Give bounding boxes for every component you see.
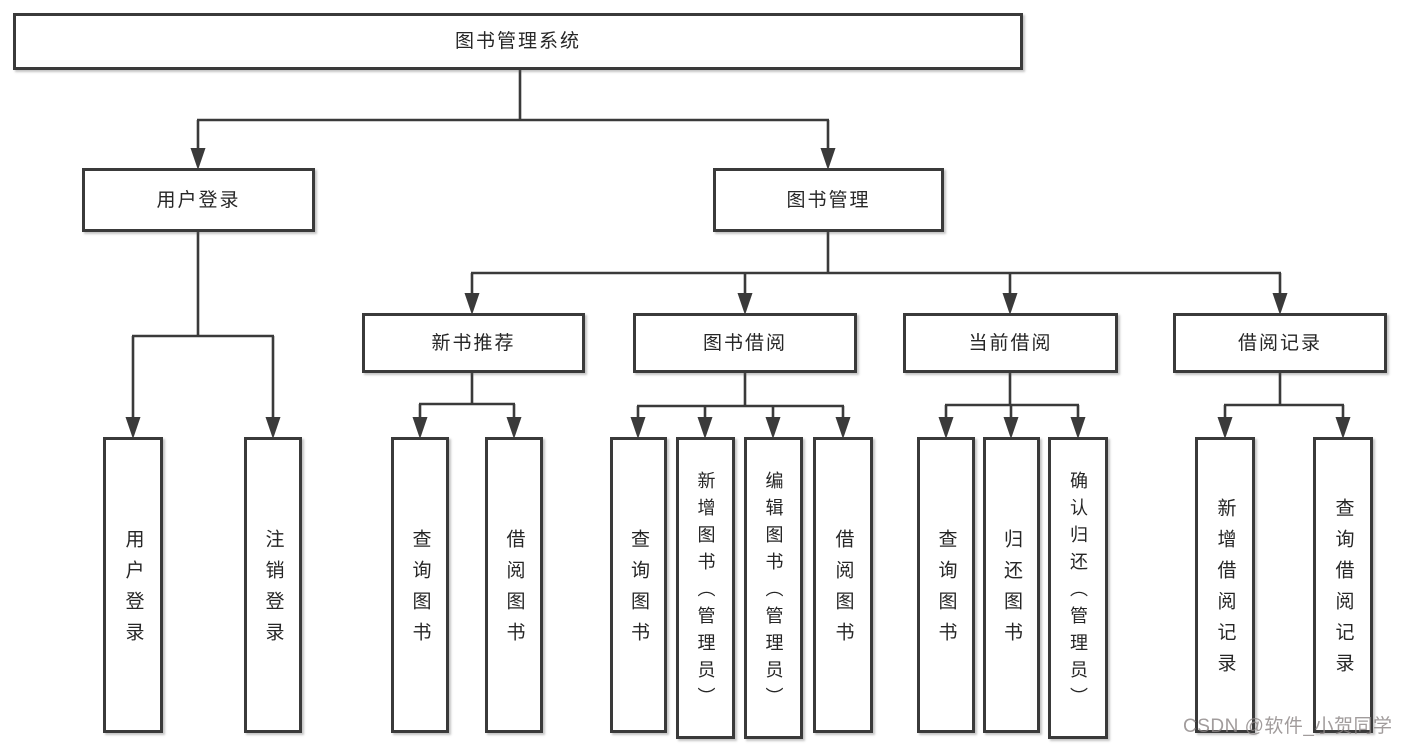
node-current-borrowing: 当前借阅 [903,313,1118,373]
arrowhead-icon [938,417,954,439]
leaf-query-books-current: 查询图书 [917,437,975,733]
node-label: 查询图书 [628,529,649,653]
arrowhead-icon [1272,293,1288,315]
node-label: 确认归还（管理员） [1068,471,1088,714]
arrowhead-icon [1335,417,1351,439]
arrowhead-icon [630,417,646,439]
arrowhead-icon [697,417,713,439]
leaf-logout: 注销登录 [244,437,302,733]
leaf-add-books-admin: 新增图书（管理员） [676,437,735,739]
node-library-management-system: 图书管理系统 [13,13,1023,70]
leaf-borrow-books: 借阅图书 [813,437,873,733]
leaf-borrow-books-recommend: 借阅图书 [485,437,543,733]
leaf-return-books: 归还图书 [983,437,1040,733]
node-label: 查询图书 [935,529,957,653]
node-label: 借阅记录 [1237,332,1322,354]
node-label: 归还图书 [1001,529,1022,653]
node-label: 用户登录 [156,189,241,211]
connector-records-to-leaves [1217,373,1351,439]
connector-borrow-to-leaves [630,373,851,439]
leaf-user-login: 用户登录 [103,437,163,733]
arrowhead-icon [412,417,428,439]
node-label: 新书推荐 [431,332,516,354]
arrowhead-icon [506,417,522,439]
arrowhead-icon [835,417,851,439]
connector-newbook-to-leaves [412,373,522,439]
node-label: 编辑图书（管理员） [763,471,784,714]
csdn-watermark: CSDN @软件_小贺同学 [1183,716,1393,737]
arrowhead-icon [820,148,836,170]
node-label: 新增图书（管理员） [695,471,716,714]
node-new-book-recommend: 新书推荐 [362,313,585,373]
node-label: 查询借阅记录 [1332,498,1354,684]
leaf-query-books-borrow: 查询图书 [610,437,667,733]
leaf-confirm-return-admin: 确认归还（管理员） [1048,437,1108,739]
node-label: 当前借阅 [968,332,1053,354]
node-borrowing-records: 借阅记录 [1173,313,1387,373]
arrowhead-icon [1070,417,1086,439]
connector-login-to-leaves [125,232,281,439]
arrowhead-icon [265,417,281,439]
arrowhead-icon [125,417,141,439]
arrowhead-icon [737,293,753,315]
leaf-query-borrow-record: 查询借阅记录 [1313,437,1373,733]
arrowhead-icon [1002,293,1018,315]
connector-root-to-level2 [190,70,836,170]
node-label: 图书管理系统 [454,31,581,52]
arrowhead-icon [765,417,781,439]
node-book-borrowing: 图书借阅 [633,313,857,373]
node-label: 借阅图书 [503,529,525,653]
leaf-query-books-recommend: 查询图书 [391,437,449,733]
arrowhead-icon [464,293,480,315]
connector-mgmt-to-level3 [464,232,1288,315]
arrowhead-icon [190,148,206,170]
node-book-management: 图书管理 [713,168,944,232]
node-user-login: 用户登录 [82,168,315,232]
connector-current-to-leaves [938,373,1086,439]
leaf-edit-books-admin: 编辑图书（管理员） [744,437,803,739]
arrowhead-icon [1003,417,1019,439]
leaf-add-borrow-record: 新增借阅记录 [1195,437,1255,733]
node-label: 图书管理 [786,189,871,211]
node-label: 新增借阅记录 [1214,498,1236,684]
node-label: 用户登录 [122,529,144,653]
node-label: 查询图书 [409,529,431,653]
arrowhead-icon [1217,417,1233,439]
node-label: 图书借阅 [702,332,787,354]
node-label: 借阅图书 [832,529,854,653]
node-label: 注销登录 [262,529,284,653]
